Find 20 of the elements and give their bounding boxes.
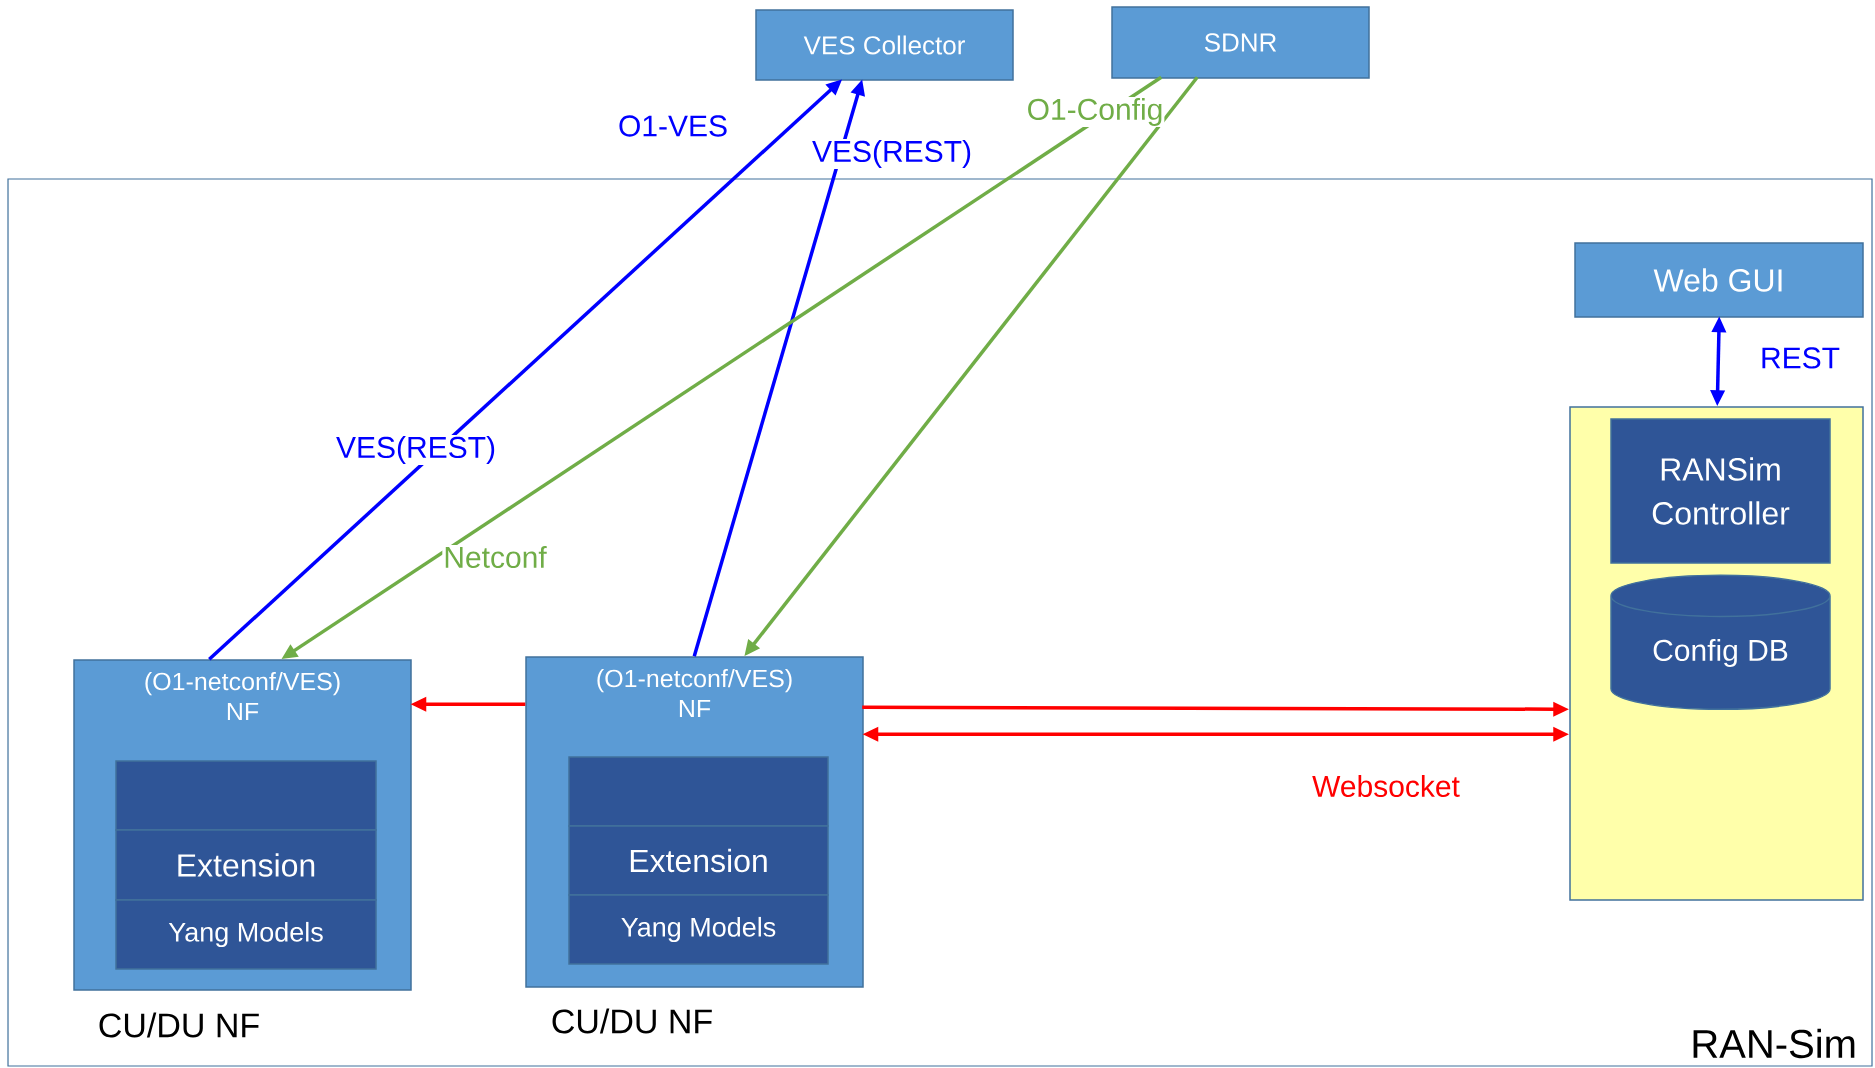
edge-label: VES(REST) <box>335 435 497 465</box>
edge-label: Websocket <box>1311 774 1461 798</box>
node-caption: CU/DU NF <box>99 1012 259 1038</box>
interface-label: O1-Config <box>1025 97 1165 127</box>
edge-label: Netconf <box>442 545 548 569</box>
controller-box: RANSim Controller <box>1610 418 1831 564</box>
module-box: Extension <box>568 825 829 896</box>
component-box: VES Collector <box>755 9 1014 81</box>
node-caption: CU/DU NF <box>552 1008 712 1034</box>
module-box: Extension <box>115 829 377 901</box>
edge-label: REST <box>1759 346 1841 370</box>
module-box <box>568 756 829 827</box>
module-box: Yang Models <box>568 894 829 965</box>
database-cylinder: Config DB <box>1610 574 1831 711</box>
component-box: SDNR <box>1111 6 1370 79</box>
module-box: Yang Models <box>115 899 377 970</box>
interface-label: O1-VES <box>617 114 730 138</box>
module-box <box>115 760 377 831</box>
component-box: Web GUI <box>1574 242 1864 318</box>
edge-label: VES(REST) <box>811 139 973 169</box>
